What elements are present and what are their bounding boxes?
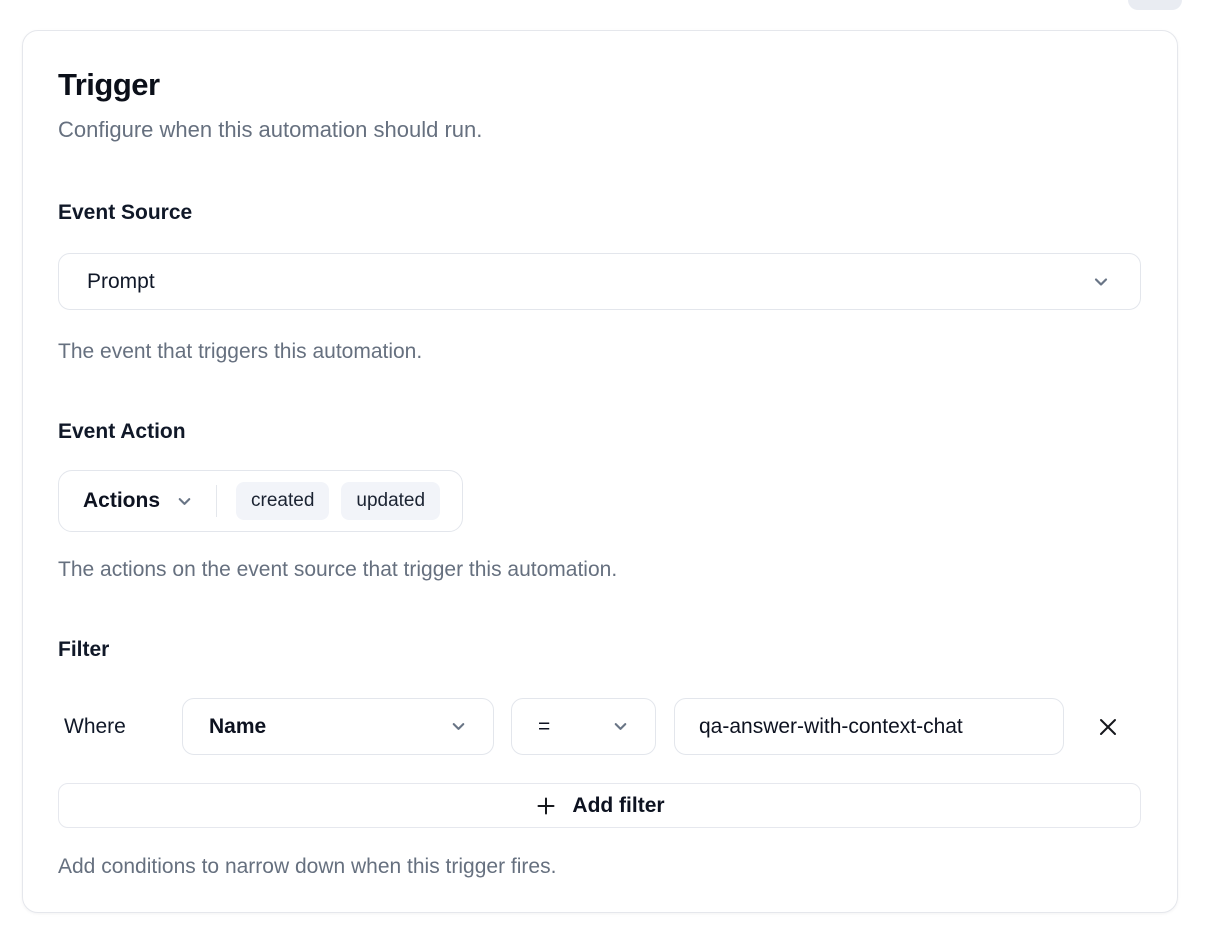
event-source-value: Prompt	[87, 269, 155, 293]
filter-operator-value: =	[538, 714, 551, 738]
filter-help: Add conditions to narrow down when this …	[58, 855, 557, 878]
filter-row: Where Name =	[58, 698, 1141, 755]
divider	[216, 485, 218, 517]
event-action-help: The actions on the event source that tri…	[58, 558, 618, 581]
filter-field-value: Name	[209, 714, 267, 738]
chevron-down-icon	[452, 723, 465, 730]
event-action-dropdown-label: Actions	[83, 489, 161, 512]
x-icon	[1100, 718, 1116, 735]
filter-field-select[interactable]: Name	[182, 698, 494, 755]
filter-value-input[interactable]	[674, 698, 1064, 755]
chevron-down-icon	[614, 723, 627, 730]
event-action-select[interactable]: Actions	[83, 489, 195, 513]
chevron-down-icon	[1094, 277, 1108, 286]
action-badge-created[interactable]: created	[236, 482, 330, 520]
trigger-card: Trigger Configure when this automation s…	[22, 30, 1178, 913]
filter-operator-select[interactable]: =	[511, 698, 656, 755]
event-action-label: Event Action	[58, 420, 186, 443]
chevron-down-icon	[178, 497, 191, 505]
event-source-select[interactable]: Prompt	[58, 253, 1141, 310]
event-source-help: The event that triggers this automation.	[58, 340, 423, 363]
action-badge-updated[interactable]: updated	[341, 482, 441, 520]
partial-cutoff-element	[1128, 0, 1182, 10]
event-source-label: Event Source	[58, 201, 193, 224]
filter-label: Filter	[58, 638, 110, 661]
event-action-group: Actions created updated	[58, 470, 464, 532]
page-title: Trigger	[58, 67, 160, 102]
remove-filter-button[interactable]	[1090, 709, 1126, 745]
page-subtitle: Configure when this automation should ru…	[58, 117, 483, 142]
plus-icon	[537, 797, 555, 814]
add-filter-button[interactable]: Add filter	[58, 783, 1141, 828]
add-filter-label: Add filter	[572, 793, 665, 817]
where-label: Where	[64, 714, 126, 738]
